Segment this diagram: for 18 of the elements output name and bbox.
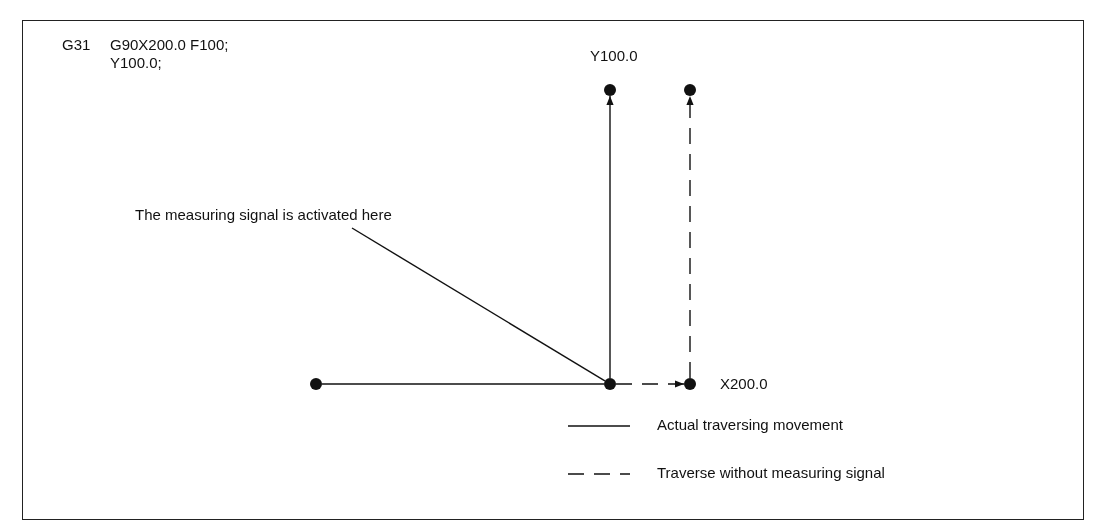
point-dot — [684, 378, 696, 390]
arrow — [615, 380, 685, 388]
program-code-text: G31 — [62, 36, 91, 54]
callout-text: The measuring signal is activated here — [135, 206, 392, 224]
coordinate-label: Y100.0 — [590, 47, 638, 65]
point-dot — [310, 378, 322, 390]
point-dot — [604, 84, 616, 96]
coordinate-label: X200.0 — [720, 375, 768, 393]
path-line — [321, 383, 605, 385]
legend-text: Actual traversing movement — [657, 416, 843, 434]
point-dot — [604, 378, 616, 390]
arrow — [686, 95, 694, 379]
arrow — [606, 95, 614, 379]
legend-text: Traverse without measuring signal — [657, 464, 885, 482]
program-code-text: Y100.0; — [110, 54, 162, 72]
leader-line — [351, 227, 606, 382]
point-dot — [684, 84, 696, 96]
program-code-text: G90X200.0 F100; — [110, 36, 229, 54]
